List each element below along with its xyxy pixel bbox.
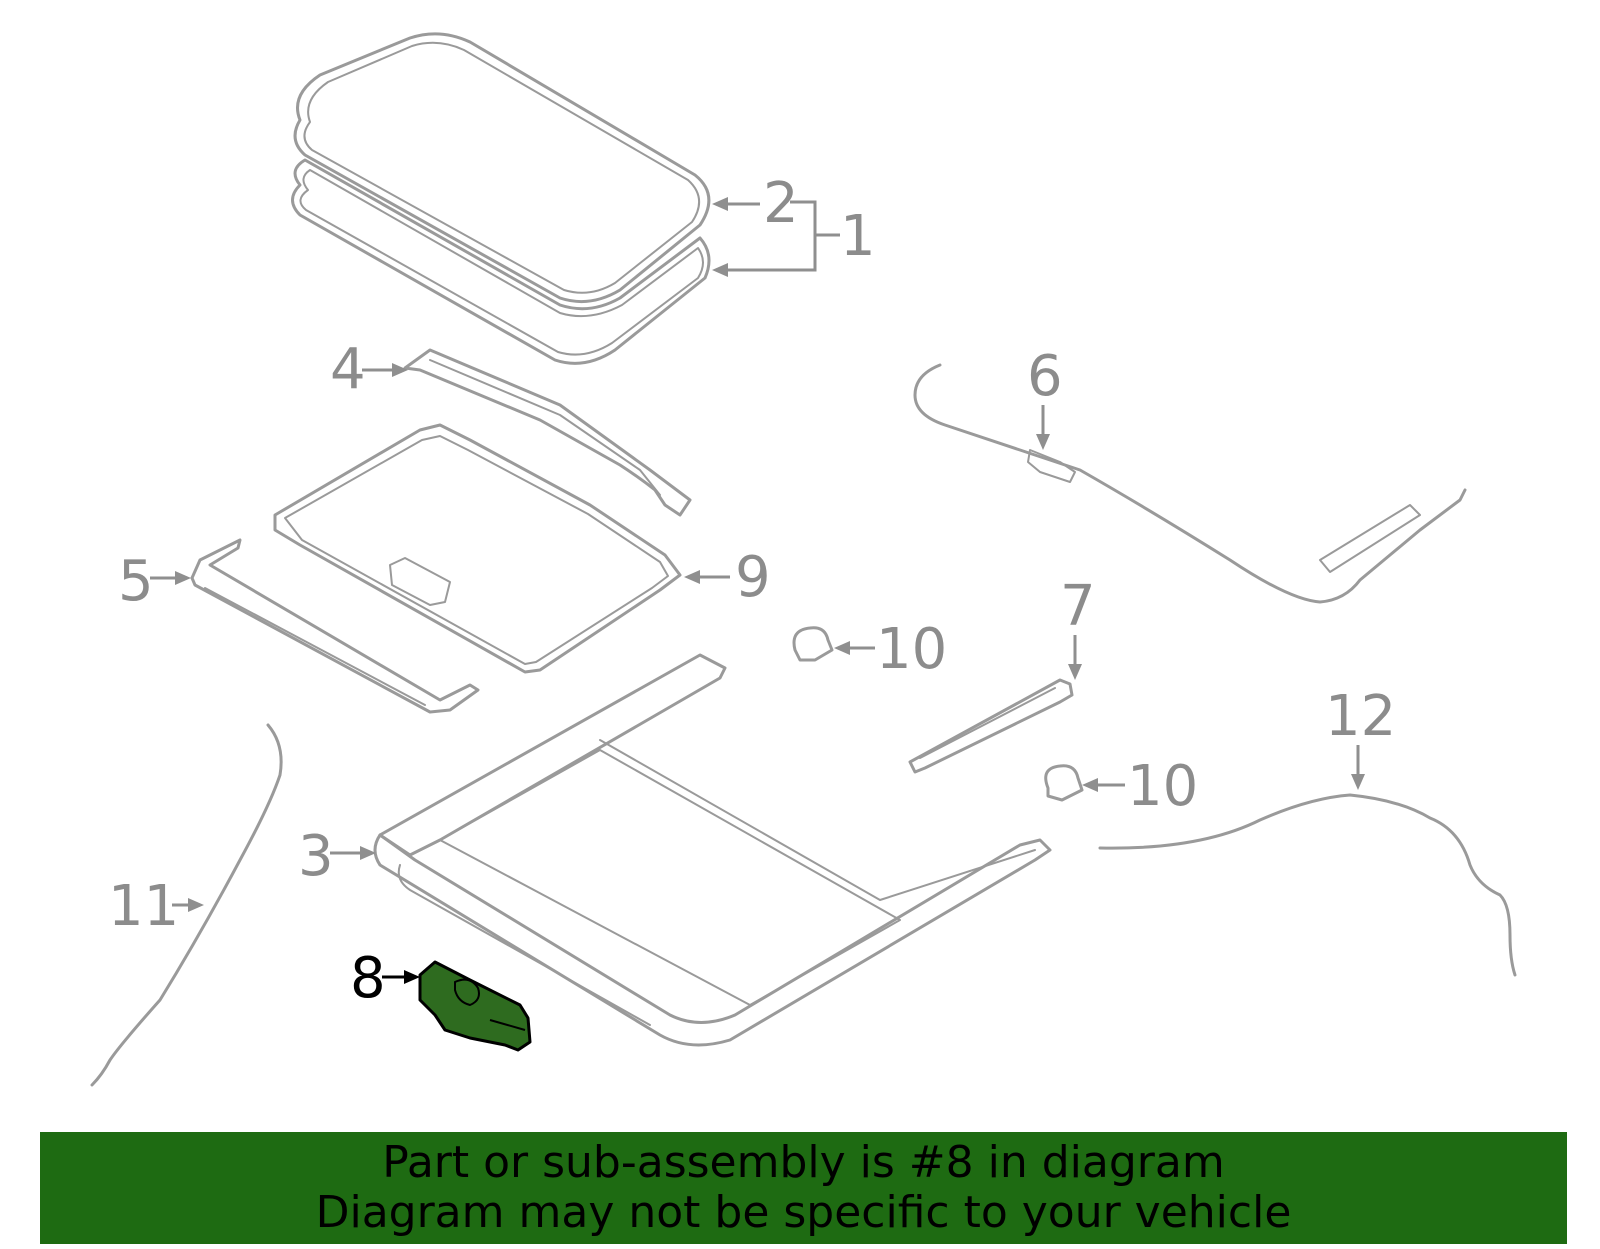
callout-6: 6 <box>1027 344 1063 450</box>
wind-deflector-part <box>403 348 692 517</box>
callout-2: 2 <box>712 171 799 236</box>
clip-part-upper <box>792 626 834 662</box>
clip-part-lower <box>1044 764 1084 802</box>
guide-rail-part <box>908 678 1074 774</box>
sunroof-frame-part <box>373 653 1052 1047</box>
callout-12: 12 <box>1325 684 1396 790</box>
sunroof-motor-part <box>418 960 532 1052</box>
callout-2-label: 2 <box>763 171 799 236</box>
callout-9-label: 9 <box>735 545 771 610</box>
sunshade-part <box>273 423 682 674</box>
callout-3: 3 <box>298 824 376 889</box>
banner-line-2: Diagram may not be specific to your vehi… <box>315 1187 1292 1238</box>
glass-panel-part <box>291 32 711 365</box>
callout-1: 1 <box>712 200 876 277</box>
shade-front-bar-part <box>190 538 480 714</box>
callout-10-upper: 10 <box>834 617 947 682</box>
callout-4: 4 <box>330 337 408 402</box>
callout-9: 9 <box>684 545 771 610</box>
drain-hose-part <box>913 363 1467 604</box>
callout-5: 5 <box>118 549 191 614</box>
notice-banner: Part or sub-assembly is #8 in diagram Di… <box>40 1132 1567 1244</box>
callout-11-label: 11 <box>108 874 179 939</box>
right-drain-hose-part <box>1098 793 1517 977</box>
callout-3-label: 3 <box>298 824 334 889</box>
callout-7: 7 <box>1060 574 1096 680</box>
banner-line-1: Part or sub-assembly is #8 in diagram <box>382 1137 1225 1188</box>
callout-10-lower: 10 <box>1082 754 1198 819</box>
callout-5-label: 5 <box>118 549 154 614</box>
callout-6-label: 6 <box>1027 344 1063 409</box>
callout-10a-label: 10 <box>876 617 947 682</box>
callout-11: 11 <box>108 874 204 939</box>
callout-1-label: 1 <box>840 204 876 269</box>
left-drain-hose-part <box>90 723 283 1087</box>
callout-8-label: 8 <box>350 946 386 1011</box>
callout-12-label: 12 <box>1325 684 1396 749</box>
callout-4-label: 4 <box>330 337 366 402</box>
callout-7-label: 7 <box>1060 574 1096 639</box>
callout-10b-label: 10 <box>1127 754 1198 819</box>
callout-8: 8 <box>350 946 420 1011</box>
